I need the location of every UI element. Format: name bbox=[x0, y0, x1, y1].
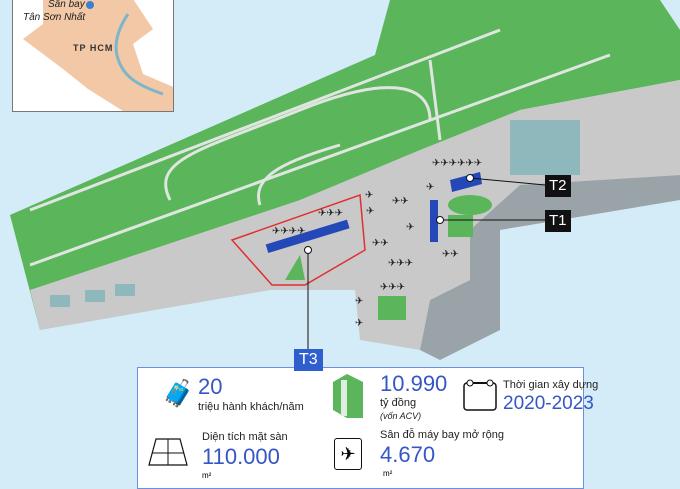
t2-label: T2 bbox=[545, 175, 571, 197]
green-patch bbox=[378, 296, 406, 320]
svg-text:✈✈: ✈✈ bbox=[392, 196, 409, 207]
t2-leader bbox=[469, 177, 546, 186]
construction-label: Thời gian xây dựng bbox=[503, 379, 599, 391]
river bbox=[114, 13, 164, 96]
traveler-icon: 🧳 bbox=[162, 378, 195, 408]
floor-area-icon bbox=[148, 438, 188, 466]
green-patch bbox=[448, 215, 473, 237]
svg-text:✈: ✈ bbox=[406, 222, 414, 233]
apron-value: 4.670 bbox=[380, 442, 436, 467]
svg-text:✈✈: ✈✈ bbox=[372, 238, 389, 249]
city-label: TP HCM bbox=[73, 43, 114, 53]
svg-text:✈: ✈ bbox=[365, 190, 373, 201]
svg-text:✈: ✈ bbox=[366, 206, 374, 217]
aircraft-icons: ✈✈✈✈✈✈✈ ✈✈✈✈ ✈✈✈✈✈✈ ✈✈✈✈✈ ✈✈✈✈✈✈✈✈✈ bbox=[272, 158, 482, 329]
svg-text:✈: ✈ bbox=[355, 318, 363, 329]
investment-note: (vốn ACV) bbox=[380, 411, 422, 421]
apron-unit: m² bbox=[383, 469, 393, 478]
svg-text:✈: ✈ bbox=[426, 182, 434, 193]
svg-text:✈✈: ✈✈ bbox=[442, 249, 459, 260]
green-patch bbox=[448, 195, 492, 215]
stats-panel: 🧳 20 triệu hành khách/năm 10.990 tỷ đồng… bbox=[137, 367, 598, 489]
svg-text:✈✈✈✈: ✈✈✈✈ bbox=[272, 226, 306, 237]
maintenance-area bbox=[420, 175, 680, 360]
calendar-icon bbox=[463, 379, 497, 411]
t1-terminal bbox=[430, 200, 438, 242]
hangar bbox=[50, 295, 70, 307]
investment-unit: tỷ đồng bbox=[380, 397, 417, 409]
airport-label: Sân bay bbox=[48, 0, 85, 10]
t2-marker bbox=[466, 174, 474, 182]
floor-area-unit: m² bbox=[202, 471, 212, 480]
t3-site-outline bbox=[230, 193, 366, 286]
svg-text:✈✈✈: ✈✈✈ bbox=[388, 258, 413, 269]
hangar bbox=[85, 290, 105, 302]
passengers-value: 20 bbox=[198, 374, 223, 399]
t3-terminal bbox=[265, 219, 350, 254]
floor-area-label: Diện tích mặt sàn bbox=[202, 431, 288, 443]
airport-icon bbox=[86, 1, 94, 9]
passengers-unit: triệu hành khách/năm bbox=[198, 401, 304, 413]
airplane-icon: ✈ bbox=[334, 438, 362, 470]
runways bbox=[29, 28, 611, 267]
floor-area-value: 110.000 bbox=[202, 444, 280, 469]
hangar bbox=[115, 284, 135, 296]
apron-label: Sân đỗ máy bay mở rộng bbox=[380, 429, 504, 441]
money-stack-icon bbox=[333, 374, 363, 418]
teal-block bbox=[510, 120, 580, 175]
t3-label: T3 bbox=[294, 349, 323, 371]
t3-green bbox=[285, 255, 305, 280]
t1-label: T1 bbox=[545, 210, 571, 232]
svg-text:✈✈✈: ✈✈✈ bbox=[318, 208, 343, 219]
construction-value: 2020-2023 bbox=[503, 393, 594, 414]
investment-value: 10.990 bbox=[380, 371, 448, 396]
airport-label-2: Tân Sơn Nhất bbox=[23, 12, 86, 23]
location-inset-map: Sân bay Tân Sơn Nhất TP HCM bbox=[12, 0, 174, 112]
svg-text:✈: ✈ bbox=[355, 296, 363, 307]
t3-marker bbox=[304, 246, 312, 254]
svg-text:✈✈✈: ✈✈✈ bbox=[380, 282, 405, 293]
svg-text:✈✈✈✈✈✈: ✈✈✈✈✈✈ bbox=[432, 158, 482, 169]
t1-marker bbox=[436, 216, 444, 224]
t2-terminal bbox=[450, 172, 482, 192]
